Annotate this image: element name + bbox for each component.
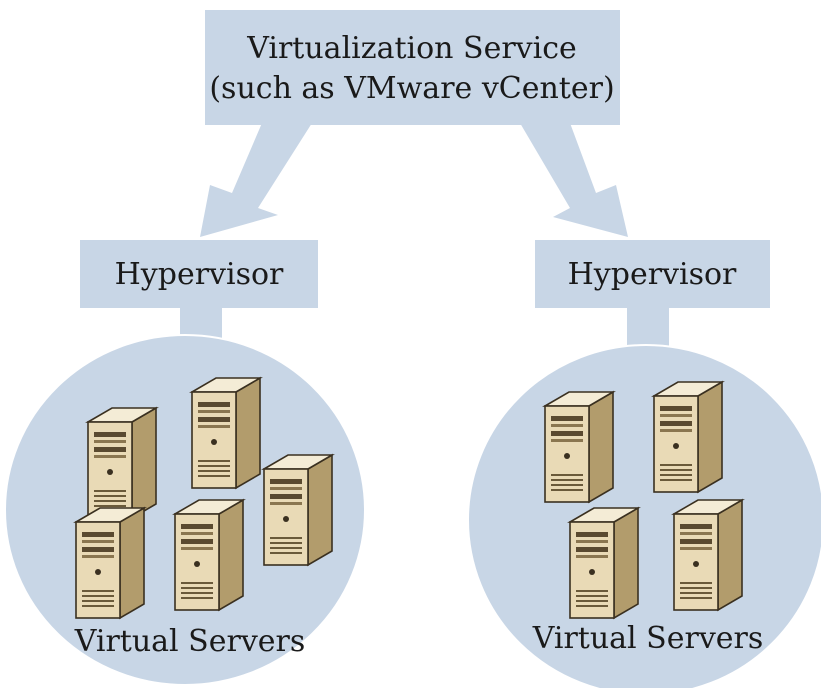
service-line-1: Virtualization Service [246, 31, 577, 66]
server-icon [673, 499, 743, 611]
server-icon [75, 507, 145, 619]
server-icon [544, 391, 614, 503]
server-icon [263, 454, 333, 566]
arrow-service-to-right-hypervisor [520, 123, 628, 237]
hypervisor-label-left: Hypervisor [115, 257, 284, 292]
hypervisor-box-left [80, 240, 318, 308]
cluster-label-right: Virtual Servers [532, 621, 764, 656]
hypervisor-box-right [535, 240, 770, 308]
server-icon [569, 507, 639, 619]
server-icon [174, 499, 244, 611]
server-icon [191, 377, 261, 489]
service-line-2: (such as VMware vCenter) [209, 71, 614, 106]
cluster-label-left: Virtual Servers [74, 624, 306, 659]
service-box [205, 10, 620, 125]
server-icon [87, 407, 157, 519]
server-icon [653, 381, 723, 493]
hypervisor-label-right: Hypervisor [568, 257, 737, 292]
arrow-service-to-left-hypervisor [200, 123, 312, 237]
